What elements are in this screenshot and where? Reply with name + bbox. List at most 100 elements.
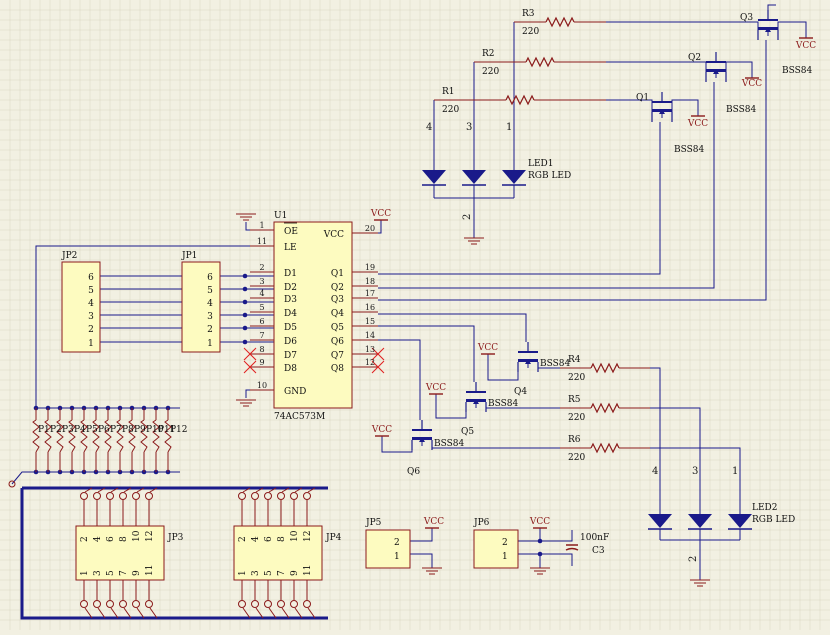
pull-resistor bbox=[44, 419, 52, 453]
jp3-body bbox=[75, 525, 165, 581]
bus-entry bbox=[294, 607, 303, 619]
resistor-designator: R3 bbox=[522, 9, 535, 19]
jp3-pin-number: 11 bbox=[145, 565, 155, 576]
pull-resistor bbox=[104, 419, 112, 453]
jp3-pin-number: 3 bbox=[93, 570, 103, 576]
wire bbox=[518, 553, 541, 568]
jp4-pin-number: 10 bbox=[290, 530, 300, 542]
led-designator: LED2 bbox=[752, 503, 778, 513]
jp1-designator: JP1 bbox=[181, 251, 197, 261]
wire bbox=[650, 447, 741, 514]
bus-entry bbox=[84, 487, 93, 493]
mosfet-arrow bbox=[473, 399, 479, 404]
vcc-label: VCC bbox=[477, 343, 498, 353]
u1-body bbox=[273, 221, 353, 409]
bus-entry bbox=[307, 607, 316, 619]
led-diode bbox=[422, 170, 446, 184]
jp3-pin-number: 10 bbox=[132, 530, 142, 542]
bus-entry bbox=[136, 487, 145, 493]
header-pin-ring bbox=[277, 600, 285, 608]
bus-entry bbox=[149, 607, 158, 619]
header-pin-ring bbox=[264, 492, 272, 500]
led-part: RGB LED bbox=[752, 515, 795, 525]
jp4-pin-number: 12 bbox=[303, 531, 313, 542]
header-pin-ring bbox=[132, 492, 140, 500]
led-diode bbox=[648, 514, 672, 528]
u1-pin-name: Q6 bbox=[331, 337, 344, 347]
u1-pin-number: 17 bbox=[365, 289, 375, 298]
junction-dot bbox=[242, 299, 248, 305]
u1-pin-number: 18 bbox=[365, 277, 375, 286]
wire bbox=[767, 4, 776, 10]
header-pin-ring bbox=[277, 492, 285, 500]
led-pin-number: 3 bbox=[692, 466, 698, 477]
u1-pin-number: 2 bbox=[259, 263, 264, 272]
header-pin-ring bbox=[238, 600, 246, 608]
led-diode bbox=[462, 170, 486, 184]
vcc-label: VCC bbox=[741, 79, 762, 89]
jp6-body bbox=[473, 529, 519, 569]
jp6-designator: JP6 bbox=[473, 518, 490, 528]
resistor-body bbox=[525, 56, 555, 68]
resistor-value: 220 bbox=[522, 27, 539, 37]
u1-pin-name: Q7 bbox=[331, 351, 344, 361]
u1-pin-number: 8 bbox=[259, 345, 264, 354]
jp4-pin-number: 2 bbox=[238, 536, 248, 542]
jp2-pin-number: 3 bbox=[88, 312, 94, 322]
u1-pin-number: 19 bbox=[365, 263, 375, 272]
jp1-pin-number: 3 bbox=[207, 312, 213, 322]
u1-pin-number: 4 bbox=[259, 289, 264, 298]
mosfet-arrow bbox=[713, 69, 719, 74]
c3-designator: C3 bbox=[592, 546, 605, 556]
bus-entry bbox=[123, 487, 132, 493]
u1-part: 74AC573M bbox=[274, 412, 325, 422]
bus-entry bbox=[281, 487, 290, 493]
u1-pin-number: 20 bbox=[365, 224, 375, 233]
mosfet-designator: Q5 bbox=[461, 427, 474, 437]
wire bbox=[487, 354, 519, 381]
mosfet-part: BSS84 bbox=[726, 105, 757, 115]
jp4-pin-number: 11 bbox=[303, 565, 313, 576]
no-connect bbox=[243, 360, 257, 374]
jp1-pin-number: 2 bbox=[207, 325, 213, 335]
no-connect bbox=[243, 347, 257, 361]
wire bbox=[640, 99, 653, 112]
wire bbox=[435, 394, 467, 419]
bus-entry bbox=[84, 607, 93, 619]
u1-pin-number: 6 bbox=[259, 317, 264, 326]
header-pin-ring bbox=[119, 492, 127, 500]
jp3-pin-number: 5 bbox=[106, 570, 116, 576]
u1-pin-name: D7 bbox=[284, 351, 297, 361]
resistor-designator: R5 bbox=[568, 395, 581, 405]
jp3-pin-number: 6 bbox=[106, 536, 116, 542]
led-common-pin-number: 2 bbox=[462, 214, 473, 220]
resistor-value: 220 bbox=[442, 105, 459, 115]
pull-designator: P9 bbox=[134, 425, 146, 435]
led-part: RGB LED bbox=[528, 171, 571, 181]
wire bbox=[540, 530, 573, 542]
resistor-body bbox=[590, 442, 620, 454]
u1-pin-number: 11 bbox=[257, 237, 267, 246]
pull-resistor bbox=[140, 419, 148, 453]
q5-net bbox=[378, 325, 475, 382]
u1-pin-number: 7 bbox=[259, 331, 264, 340]
jp2-pin-number: 5 bbox=[88, 286, 94, 296]
led-diode bbox=[728, 514, 752, 528]
header-pin-ring bbox=[290, 492, 298, 500]
jp4-designator: JP4 bbox=[325, 533, 342, 543]
vcc-wire bbox=[378, 220, 382, 234]
pull-resistor bbox=[80, 419, 88, 453]
bus-entry bbox=[268, 487, 277, 493]
header-pin-ring bbox=[119, 600, 127, 608]
resistor-body bbox=[545, 16, 575, 28]
q4-net bbox=[378, 313, 527, 342]
u1-pin-name: D6 bbox=[284, 337, 297, 347]
u1-pin-name: D2 bbox=[284, 283, 297, 293]
gnd-wire bbox=[245, 389, 250, 398]
q3-net bbox=[378, 40, 767, 301]
jp1-pin-number: 5 bbox=[207, 286, 213, 296]
header-pin-ring bbox=[238, 492, 246, 500]
u1-pin-name: OE bbox=[284, 227, 298, 237]
vcc-label: VCC bbox=[529, 517, 550, 527]
jp3-pin-number: 8 bbox=[119, 536, 129, 542]
